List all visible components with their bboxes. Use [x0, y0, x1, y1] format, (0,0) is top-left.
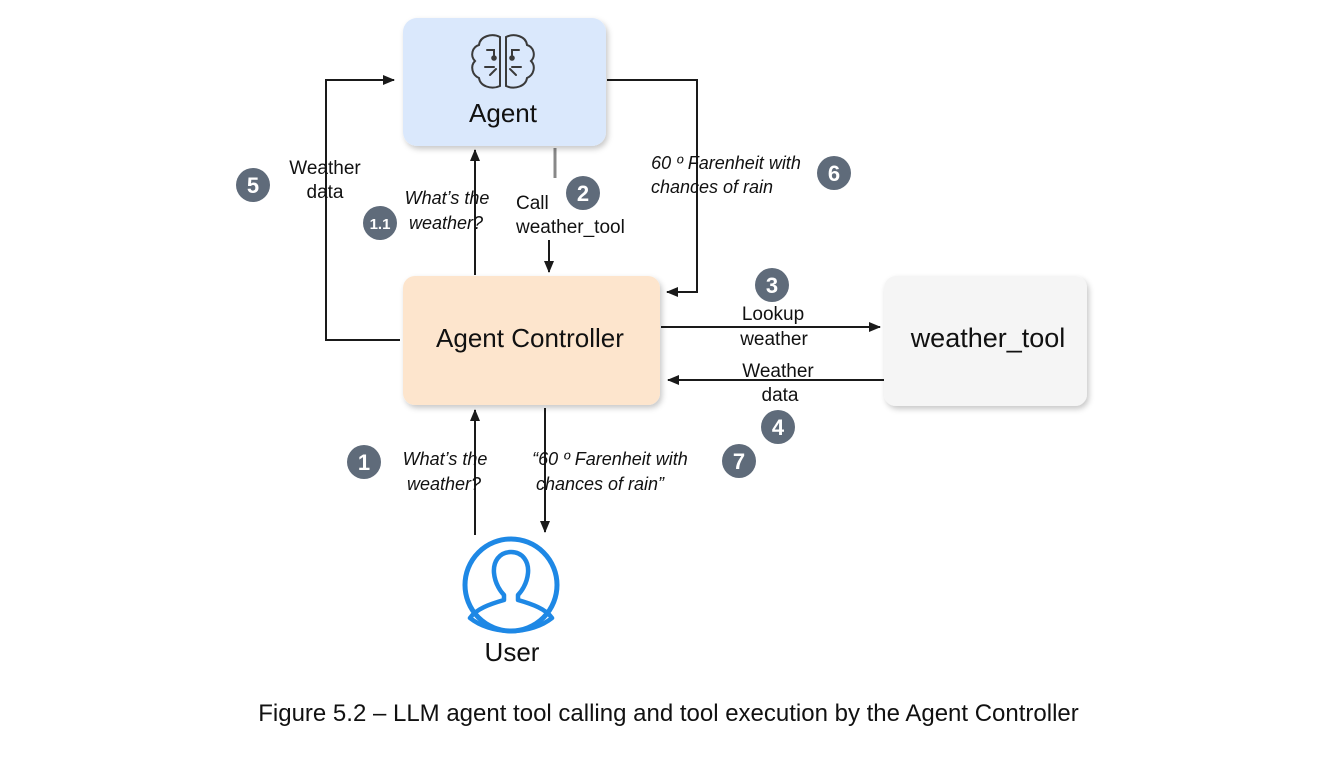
agent-label: Agent [469, 98, 538, 128]
agent-controller-label: Agent Controller [436, 323, 624, 353]
user-answer-label-line2: chances of rain” [536, 474, 665, 494]
user-node: User [462, 536, 560, 667]
step-badge-1-1: 1.1 [363, 206, 397, 240]
tool-data-label-line1: Weather [742, 361, 814, 382]
user-query-label-line1: What’s the [403, 449, 488, 469]
svg-text:2: 2 [577, 181, 589, 206]
step-badge-2: 2 [566, 176, 600, 210]
agent-answer-label-line1: 60 º Farenheit with [651, 153, 801, 173]
weather-tool-node: weather_tool [884, 276, 1087, 406]
svg-text:5: 5 [247, 173, 259, 198]
svg-text:7: 7 [733, 449, 745, 474]
user-query-label-line2: weather? [407, 474, 481, 494]
step-badge-3: 3 [755, 268, 789, 302]
lookup-label-line1: Lookup [742, 304, 804, 325]
edge-weather-data-to-agent [325, 75, 400, 341]
agent-controller-node: Agent Controller [403, 276, 660, 405]
svg-text:4: 4 [772, 415, 785, 440]
diagram-canvas: Agent Agent Controller weather_tool User… [236, 18, 1087, 667]
step-badge-1: 1 [347, 445, 381, 479]
user-answer-label-line1: “60 º Farenheit with [532, 449, 688, 469]
edge-agent-answer [607, 79, 698, 297]
agent-node: Agent [403, 18, 606, 146]
svg-text:3: 3 [766, 273, 778, 298]
call-tool-label-line1: Call [516, 193, 549, 214]
svg-text:1.1: 1.1 [370, 216, 391, 233]
svg-text:1: 1 [358, 450, 370, 475]
weather-tool-label: weather_tool [910, 323, 1066, 353]
step-badge-4: 4 [761, 410, 795, 444]
user-icon [462, 536, 560, 634]
step-badge-6: 6 [817, 156, 851, 190]
user-label: User [485, 637, 540, 667]
agent-query-label-line2: weather? [409, 213, 483, 233]
step-badge-7: 7 [722, 444, 756, 478]
figure-caption: Figure 5.2 – LLM agent tool calling and … [258, 700, 1079, 727]
brain-circuit-icon [471, 34, 535, 89]
tool-data-label-line2: data [762, 385, 799, 406]
agent-answer-label-line2: chances of rain [651, 177, 773, 197]
agent-query-label-line1: What’s the [405, 188, 490, 208]
weather-data-label-line2: data [307, 182, 344, 203]
step-badge-5: 5 [236, 168, 270, 202]
weather-data-label-line1: Weather [289, 158, 361, 179]
call-tool-label-line2: weather_tool [515, 217, 625, 238]
lookup-label-line2: weather [739, 329, 808, 350]
svg-text:6: 6 [828, 161, 840, 186]
